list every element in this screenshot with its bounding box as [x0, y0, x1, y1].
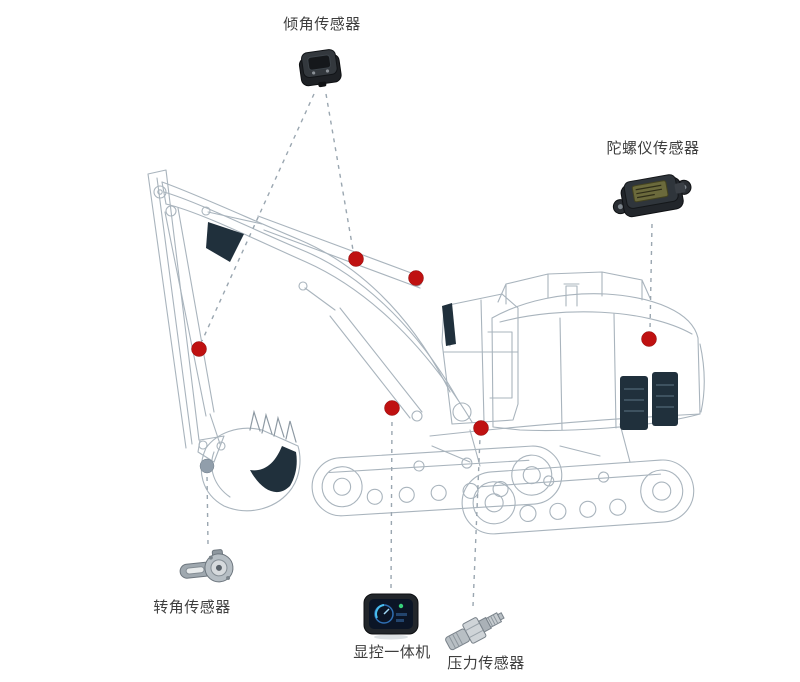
label-gyro-sensor: 陀螺仪传感器: [606, 140, 700, 157]
gyro-sensor-device-icon: [608, 170, 696, 227]
sensor-marker-7: [199, 458, 215, 474]
label-angle-sensor: 转角传感器: [153, 599, 231, 616]
connector-line-6: [472, 436, 481, 607]
excavator-boom: [161, 181, 473, 423]
connector-line-3: [649, 223, 653, 331]
excavator-near-track: [311, 445, 563, 517]
excavator-stick: [147, 169, 226, 451]
sensor-marker-3: [408, 270, 424, 286]
connector-line-4: [206, 474, 209, 545]
pressure-sensor-device-icon: [438, 604, 508, 661]
sensor-marker-2: [191, 341, 207, 357]
sensor-marker-6: [641, 331, 657, 347]
connector-line-1: [325, 93, 354, 251]
label-pressure-sensor: 压力传感器: [447, 655, 525, 672]
sensor-marker-4: [384, 400, 400, 416]
sensor-markers-layer: [191, 93, 657, 607]
excavator-far-track: [461, 459, 695, 535]
sensor-marker-5: [473, 420, 489, 436]
connector-line-5: [390, 416, 393, 589]
excavator-body: [429, 271, 705, 467]
angle-sensor-device-icon: [176, 548, 240, 595]
excavator-bucket: [197, 427, 301, 512]
connector-line-2: [201, 93, 315, 342]
tilt-sensor-device-icon: [292, 44, 348, 97]
excavator-dark-shading: [206, 222, 678, 493]
excavator-bucket-teeth: [249, 409, 297, 443]
label-display-unit: 显控一体机: [353, 644, 431, 661]
label-tilt-sensor: 倾角传感器: [283, 16, 361, 33]
sensor-marker-1: [348, 251, 364, 267]
display-unit-device-icon: [360, 592, 422, 645]
